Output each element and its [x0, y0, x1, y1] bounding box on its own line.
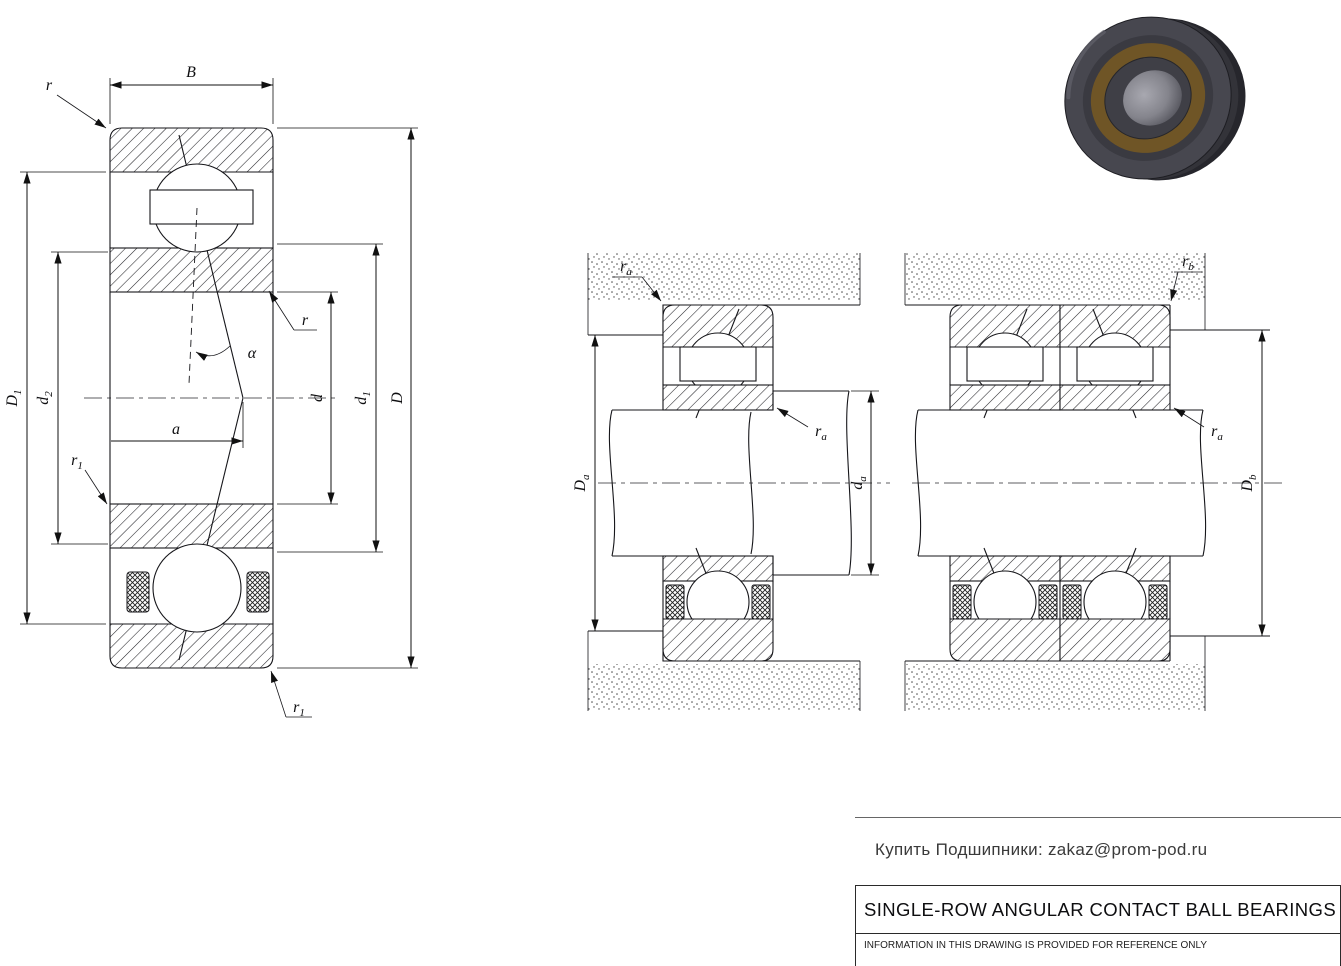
- housing-shoulder-bottom: [1169, 635, 1270, 661]
- shaft-shoulder-top: [772, 390, 849, 410]
- outer-ring-top-2: [1059, 304, 1171, 348]
- inner-ring-top: [109, 247, 274, 293]
- label-d2: d2: [35, 391, 55, 405]
- inner-ring-top-2: [1059, 384, 1171, 411]
- outer-ring-top-1: [949, 304, 1061, 348]
- label-Da: Da: [572, 474, 592, 493]
- cage-top: [679, 346, 757, 382]
- label-D1: D1: [4, 389, 24, 407]
- bearing-photo-bore: [1123, 70, 1182, 126]
- label-alpha: α: [248, 345, 257, 362]
- label-d1: d1: [353, 391, 373, 405]
- label-r1-left: r1: [71, 452, 83, 472]
- housing-stipple-top: [588, 253, 860, 300]
- housing-shoulder-top: [1169, 305, 1270, 331]
- outer-ring-bottom: [662, 618, 774, 662]
- shaft-break-left: [914, 409, 922, 557]
- cage-1: [966, 346, 1044, 382]
- cage-top: [149, 189, 254, 225]
- label-r1-bottom: r1: [293, 699, 305, 719]
- shaft-break-right: [1199, 409, 1207, 557]
- label-ra-top: ra: [620, 258, 632, 278]
- radial-reference-line: [188, 207, 198, 385]
- label-a: a: [172, 421, 180, 438]
- label-D: D: [389, 392, 406, 405]
- seal-right: [246, 571, 270, 613]
- outer-ring-bottom-1: [949, 618, 1061, 662]
- label-ra-mid: ra: [815, 423, 827, 443]
- label-rb: rb: [1182, 253, 1194, 273]
- label-r-inner: r: [302, 312, 309, 329]
- leader-r-top: [56, 94, 107, 129]
- label-da: da: [849, 476, 869, 490]
- leader-r-inner: [268, 290, 295, 331]
- bearing-photo-highlight: [1066, 30, 1106, 100]
- shaft-shoulder-bottom: [772, 556, 849, 576]
- right-mounting-view: Db rb ra: [904, 253, 1282, 711]
- housing-stipple-top: [905, 253, 1205, 300]
- inner-ring-top-1: [949, 384, 1061, 411]
- bearing-faces: [949, 347, 1171, 619]
- label-ra-right: ra: [1211, 423, 1223, 443]
- inner-ring-top: [662, 384, 774, 411]
- ball-bottom: [152, 543, 242, 633]
- footer-divider: [855, 817, 1341, 818]
- shaft-break-right: [846, 390, 852, 576]
- label-d: d: [309, 393, 326, 402]
- outer-ring-top: [109, 127, 274, 173]
- seal-left: [126, 571, 150, 613]
- leader-r1-bottom: [270, 670, 287, 718]
- label-r-top: r: [46, 77, 53, 94]
- left-section-view: α B D1 d2 d d1: [4, 64, 418, 719]
- title-separator: [856, 933, 1340, 934]
- inner-ring-bottom: [109, 503, 274, 549]
- disclaimer-text: INFORMATION IN THIS DRAWING IS PROVIDED …: [864, 940, 1207, 951]
- leader-rb: [1170, 271, 1179, 302]
- shaft-break-inner: [748, 411, 754, 555]
- seal-right: [751, 584, 771, 620]
- alpha-arc: [195, 345, 231, 361]
- cage-2: [1076, 346, 1154, 382]
- middle-mounting-view: Da da ra ra: [572, 253, 890, 711]
- leader-ra-mid: [776, 407, 809, 428]
- title-box: SINGLE-ROW ANGULAR CONTACT BALL BEARINGS…: [855, 885, 1341, 966]
- housing-stipple-bottom: [588, 664, 860, 711]
- bearing-photo: [1064, 16, 1246, 181]
- outer-ring-bottom: [109, 623, 274, 669]
- housing-stipple-bottom: [905, 664, 1205, 711]
- shaft-break-left: [608, 409, 616, 557]
- outer-ring-bottom-2: [1059, 618, 1171, 662]
- seal: [1148, 584, 1168, 620]
- seal-left: [665, 584, 685, 620]
- seal: [1062, 584, 1082, 620]
- contact-text: Купить Подшипники: zakaz@prom-pod.ru: [875, 840, 1208, 859]
- seal: [1038, 584, 1058, 620]
- seal: [952, 584, 972, 620]
- label-Db: Db: [1239, 474, 1259, 493]
- leader-ra-right: [1173, 407, 1205, 428]
- drawing-title: SINGLE-ROW ANGULAR CONTACT BALL BEARINGS: [864, 899, 1337, 920]
- label-B: B: [186, 64, 196, 81]
- bearing-faces: [109, 172, 274, 624]
- leader-r1-left: [84, 469, 108, 505]
- leader-ra-top: [641, 276, 662, 302]
- outer-ring-top: [662, 304, 774, 348]
